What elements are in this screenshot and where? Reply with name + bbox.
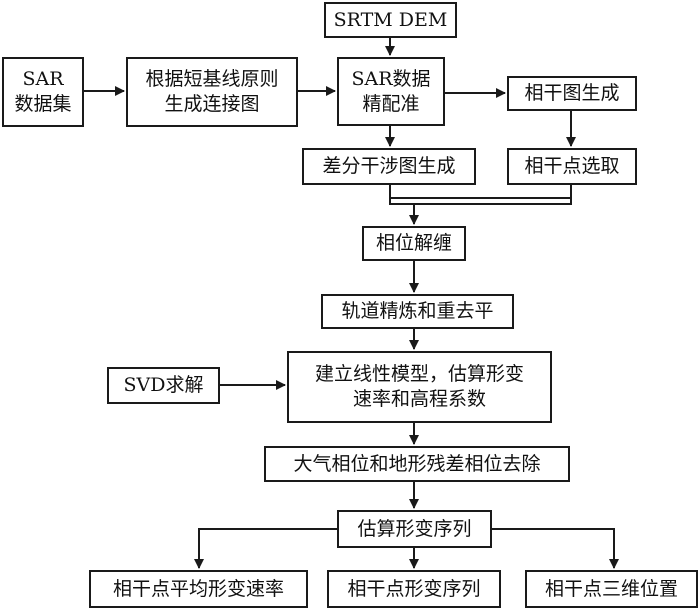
mean-velocity-box: 相干点平均形变速率 xyxy=(89,570,308,608)
sar-dataset-box: SAR 数据集 xyxy=(2,57,84,127)
svd-solve-box: SVD求解 xyxy=(107,367,220,404)
estimate-series-box: 估算形变序列 xyxy=(337,510,492,548)
merge-diff-and-point xyxy=(389,185,572,199)
sbas-graph-box: 根据短基线原则 生成连接图 xyxy=(126,57,298,127)
orbit-refine-box: 轨道精炼和重去平 xyxy=(321,294,514,329)
arrow-series-to-velocity xyxy=(194,528,337,569)
arrow-series-to-3d xyxy=(492,528,619,569)
coherence-map-box: 相干图生成 xyxy=(507,76,637,111)
deformation-series-box: 相干点形变序列 xyxy=(327,570,501,608)
srtm-dem-box: SRTM DEM xyxy=(324,2,457,38)
diff-interferogram-box: 差分干涉图生成 xyxy=(302,148,476,185)
merge-diff-and-point-inner xyxy=(389,198,572,205)
atmo-removal-box: 大气相位和地形残差相位去除 xyxy=(264,446,570,482)
position-3d-box: 相干点三维位置 xyxy=(525,570,698,608)
linear-model-box: 建立线性模型，估算形变 速率和高程系数 xyxy=(287,351,552,423)
coherent-point-select-box: 相干点选取 xyxy=(507,148,637,185)
sar-coreg-box: SAR数据 精配准 xyxy=(337,57,445,126)
phase-unwrap-box: 相位解缠 xyxy=(362,226,466,261)
